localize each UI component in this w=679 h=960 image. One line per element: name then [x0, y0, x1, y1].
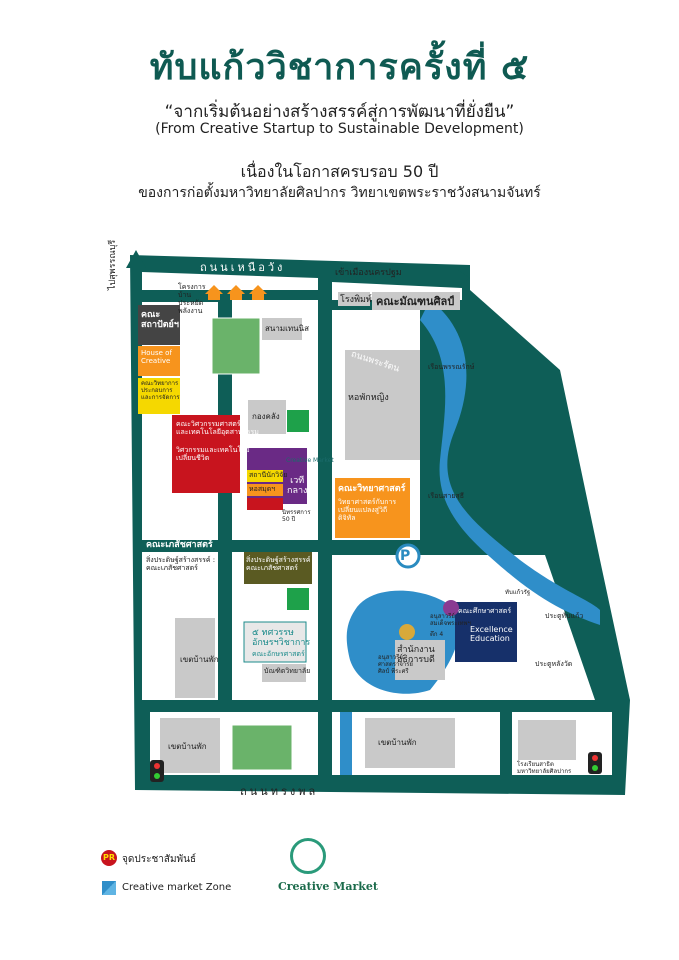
bldg-dorm-female — [345, 350, 420, 460]
tennis-label: สนามเทนนิส — [265, 324, 309, 333]
bldg-dorm-south-m — [365, 718, 455, 768]
housing-project-label: โครงการบ้านประหยัดพลังงาน — [178, 283, 206, 316]
bldg-student-center — [247, 470, 283, 482]
bldg-demo-school — [518, 720, 576, 760]
road-to-nakhonpathom: เข้าเมืองนครปฐม — [335, 268, 402, 278]
central-lecture-label: ๕ ทศวรรษ อักษรฯวิชาการ — [252, 628, 311, 649]
arrow-right-icon — [458, 270, 470, 286]
bldg-finance — [248, 400, 286, 434]
legend-zone-label: Creative market Zone — [122, 882, 232, 893]
engineering-label: คณะวิศวกรรมศาสตร์ และเทคโนโลยีอุตสาหกรรม — [176, 420, 259, 437]
pr-badge-icon: PR — [101, 850, 117, 866]
bldg-library — [247, 484, 283, 496]
statue-icon-1 — [399, 624, 415, 640]
road-south-label: ถนนทรงพล — [240, 785, 319, 798]
administration-label: สำนักงาน อธิการบดี — [397, 645, 435, 666]
river — [420, 300, 600, 625]
subtitle-english: (From Creative Startup to Sustainable De… — [155, 121, 524, 137]
bldg-admin — [395, 640, 445, 680]
side-gate-label: ประตูหลังวัด — [535, 660, 573, 668]
fac-decorative-arts-label: คณะมัณฑนศิลป์ — [376, 295, 455, 308]
building-4-label: ตึก 4 — [430, 631, 444, 638]
bldg-dorm-west — [175, 618, 215, 698]
pharmacy-theme-label: สิ่งประดิษฐ์สร้างสรรค์ : คณะเภสัชศาสตร์ — [146, 556, 216, 573]
printing-house-label: โรงพิมพ์ — [340, 295, 372, 305]
dorm-female-label: หอพักหญิง — [348, 393, 389, 403]
anniversary-50-label: นิทรรศการ 50 ปี — [282, 509, 311, 523]
engineering-theme-label: วิศวกรรมและเทคโนโลยี เปลี่ยนชีวิต — [176, 446, 250, 463]
house-creative-label: House of Creative — [141, 349, 172, 366]
occasion-line-2: ของการก่อตั้งมหาวิทยาลัยศิลปากร วิทยาเขต… — [138, 185, 541, 201]
house-icon-3 — [249, 285, 267, 300]
bldg-science — [335, 478, 410, 538]
bldg-small-red — [247, 498, 283, 510]
bldg-engineering — [172, 415, 240, 493]
science-theme-label: วิทยาศาสตร์กับการ เปลี่ยนแปลงสู่วิถี ดิจ… — [338, 498, 397, 523]
restaurant-icon-north — [287, 410, 309, 432]
library-label: หอสมุดฯ — [249, 485, 276, 493]
bldg-pharmacy — [244, 552, 312, 584]
legend-pr-label: จุดประชาสัมพันธ์ — [122, 854, 197, 865]
house-icon-1 — [205, 285, 223, 300]
finance-label: กองคลัง — [252, 412, 280, 421]
dorm-west-label: เขตบ้านพัก — [180, 655, 219, 664]
fac-education-theme-label: Excellence Education — [470, 625, 513, 644]
statue-1-label: อนุสาวรีย์ ศาสตราจารย์ ศิลป์ พีระศรี — [378, 654, 413, 675]
restaurant-icon-south — [287, 588, 309, 610]
pond-label: สระแก้ว — [389, 571, 428, 584]
subtitle-thai: “จากเริ่มต้นอย่างสร้างสรรค์สู่การพัฒนาที… — [164, 102, 515, 122]
arrow-left-icon — [126, 250, 146, 268]
front-gate-label: ประตูทับแก้ว — [545, 612, 584, 620]
bldg-tennis — [262, 318, 302, 340]
fac-archaeology-label: คณะ สถาปัตย์ฯ — [141, 310, 179, 331]
dorm-south-mid-label: เขตบ้านพัก — [378, 738, 417, 747]
student-center-label: สถานีนักวิจัย — [249, 471, 288, 479]
dorm-south-west-label: เขตบ้านพัก — [168, 742, 207, 751]
occasion-line-1: เนื่องในโอกาสครบรอบ 50 ปี — [240, 162, 439, 181]
pharmacy-label: คณะเภสัชศาสตร์ — [146, 540, 213, 550]
traffic-light-west-icon — [150, 760, 164, 782]
central-lecture-sub-label: คณะอักษรศาสตร์ — [252, 650, 305, 658]
graduate-school-label: บัณฑิตวิทยาลัย — [264, 667, 311, 675]
page-title: ทับแก้ววิชาการครั้งที่ ๕ — [149, 47, 530, 88]
bldg-central-lecture — [243, 621, 307, 663]
road-to-suphanburi: ไปสุพรรณบุรี — [108, 239, 118, 290]
bldg-graduate — [262, 664, 306, 682]
ride-1-label: เรือนพรรณรักษ์ — [428, 363, 475, 371]
traffic-light-east-icon — [588, 752, 602, 774]
fac-education-label: คณะศึกษาศาสตร์ — [458, 607, 512, 615]
football-field-north — [211, 317, 261, 375]
parking-label: P — [400, 548, 411, 564]
creative-market-logo-icon — [290, 838, 326, 874]
creative-market-small-label: Creative Market — [286, 457, 334, 464]
bldg-education — [455, 602, 517, 662]
block-north — [142, 272, 318, 290]
road-north-label: ถนนเหนือวัง — [200, 261, 286, 274]
bldg-archaeology — [138, 305, 180, 345]
bldg-printing — [338, 292, 370, 306]
football-field-south — [231, 724, 293, 771]
ride-2-label: เรือนสายสุธี — [428, 492, 464, 500]
creative-zone-icon — [102, 881, 116, 895]
pharmacy-center-label: สิ่งประดิษฐ์สร้างสรรค์ : คณะเภสัชศาสตร์ — [246, 556, 316, 573]
canal-south — [340, 712, 352, 775]
parking-icon — [395, 543, 421, 569]
statue-icon-2 — [443, 600, 459, 616]
bldg-creative-showcase — [138, 378, 180, 414]
bldg-house-creative — [138, 346, 180, 376]
creative-market-logo-text: Creative Market — [278, 880, 378, 893]
bldg-dorm-south-w — [160, 718, 220, 773]
statue-2-label: อนุสาวรีย์ สมเด็จพระเทพฯ — [430, 613, 471, 627]
creative-showcase-label: คณะวิทยาการ ประกอบการ และการจัดการ — [141, 380, 180, 401]
science-label: คณะวิทยาศาสตร์ — [338, 484, 406, 494]
house-icon-2 — [227, 285, 245, 300]
bldg-decorative-arts — [372, 292, 460, 310]
teakwood-label: ทับแก้วรัฐ — [505, 589, 531, 596]
center-stage-label: เวที กลาง — [287, 476, 308, 497]
demo-school-label: โรงเรียนสาธิต มหาวิทยาลัยศิลปากร — [517, 761, 572, 775]
